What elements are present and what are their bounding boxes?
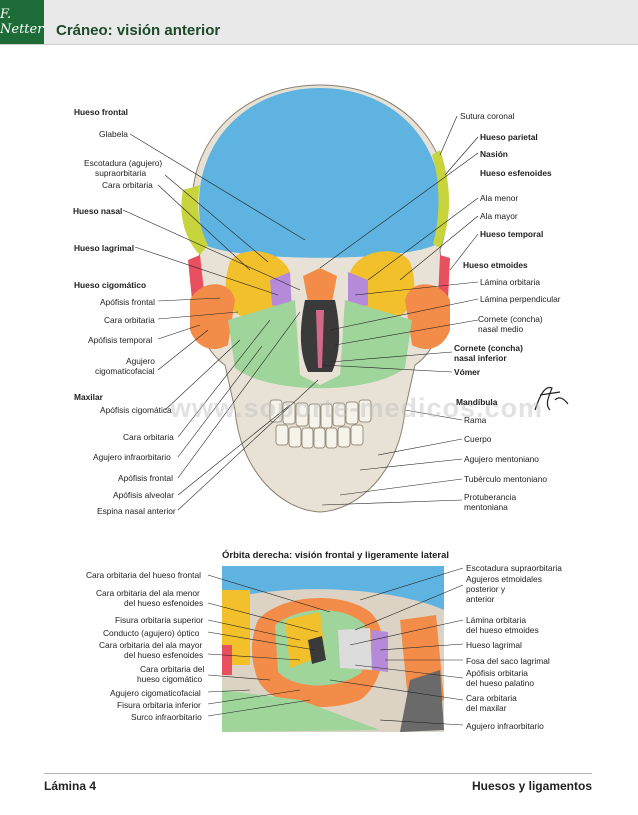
orbit-label-posterior: posterior y [466, 584, 506, 594]
label-glabela: Glabela [99, 129, 128, 139]
label-ala-menor: Ala menor [480, 193, 519, 203]
orbit-title: Órbita derecha: visión frontal y ligeram… [222, 550, 450, 561]
skull-right-leaders [319, 115, 479, 506]
label-nasion: Nasión [480, 149, 508, 159]
orbit-label-escotadura: Escotadura supraorbitaria [466, 563, 562, 573]
label-espina-nasal: Espina nasal anterior [97, 506, 176, 516]
page-header: F. Netter Cráneo: visión anterior [0, 0, 638, 45]
orbit-label-fisura-inferior: Fisura orbitaria inferior [117, 700, 201, 710]
label-lamina-perpendicular: Lámina perpendicular [480, 294, 561, 304]
label-cigomaticofacial: cigomaticofacial [95, 366, 155, 376]
orbit-label-agujero-infra: Agujero infraorbitario [466, 721, 544, 731]
orbit-label-surco: Surco infraorbitario [131, 712, 202, 722]
skull-left-leaders [122, 133, 319, 511]
page-title: Cráneo: visión anterior [56, 22, 221, 39]
footer-section: Huesos y ligamentos [471, 779, 592, 793]
orbit-label-ala-mayor-1: Cara orbitaria del ala mayor [99, 640, 203, 650]
label-hueso-etmoides: Hueso etmoides [463, 260, 528, 270]
orbit-label-lamina-orbitaria-1: Lámina orbitaria [466, 615, 527, 625]
netter-logo: F. Netter [0, 0, 44, 44]
orbit-label-hueso-lagrimal: Hueso lagrimal [466, 640, 522, 650]
label-hueso-parietal: Hueso parietal [480, 132, 538, 142]
label-supraorbitaria: supraorbitaria [95, 168, 147, 178]
label-hueso-cigomatico: Hueso cigomático [74, 280, 147, 290]
orbit-label-ala-menor-2: del hueso esfenoides [124, 598, 204, 608]
orbit-label-frontal: Cara orbitaria del hueso frontal [86, 570, 201, 580]
label-hueso-lagrimal: Hueso lagrimal [74, 243, 135, 253]
skull-anterior-view [181, 84, 450, 513]
label-cornete-medio-1: Cornete (concha) [478, 314, 543, 324]
label-cornete-inferior-2: nasal inferior [454, 353, 507, 363]
orbit-label-lamina-orbitaria-2: del hueso etmoides [466, 625, 539, 635]
label-apofisis-frontal-max: Apófisis frontal [118, 473, 173, 483]
label-sutura-coronal: Sutura coronal [460, 111, 515, 121]
orbit-label-fosa: Fosa del saco lagrimal [466, 656, 550, 666]
orbit-label-anterior: anterior [466, 594, 495, 604]
orbit-leaders [207, 567, 464, 726]
label-cornete-medio-2: nasal medio [478, 324, 524, 334]
label-agujero-mentoniano: Agujero mentoniano [464, 454, 539, 464]
orbit-label-ala-mayor-2: del hueso esfenoides [124, 650, 204, 660]
netter-signature [534, 386, 569, 411]
label-vomer: Vómer [454, 367, 481, 377]
label-mandibula: Mandíbula [456, 397, 498, 407]
label-cara-orbitaria-cig: Cara orbitaria [104, 315, 155, 325]
label-protuberancia: Protuberancia [464, 492, 517, 502]
label-hueso-esfenoides: Hueso esfenoides [480, 168, 552, 178]
orbit-label-cig-1: Cara orbitaria del [140, 664, 205, 674]
label-rama: Rama [464, 415, 487, 425]
label-agujero: Agujero [126, 356, 155, 366]
orbit-label-cig-2: hueso cigomático [137, 674, 203, 684]
label-ala-mayor: Ala mayor [480, 211, 518, 221]
label-hueso-frontal: Hueso frontal [74, 107, 128, 117]
label-cornete-inferior-1: Cornete (concha) [454, 343, 523, 353]
watermark: www.soporte-medicos.com [170, 393, 544, 423]
logo-text: F. Netter [0, 7, 44, 37]
footer-rule [44, 773, 592, 774]
orbit-label-fisura-superior: Fisura orbitaria superior [115, 615, 204, 625]
label-mentoniana: mentoniana [464, 502, 508, 512]
label-escotadura: Escotadura (agujero) [84, 158, 163, 168]
orbit-label-cara-max-2: del maxilar [466, 703, 507, 713]
label-apofisis-temporal: Apófisis temporal [88, 335, 153, 345]
label-cara-orbitaria-max: Cara orbitaria [123, 432, 174, 442]
orbit-label-agujero-cig: Agujero cigomaticofacial [110, 688, 201, 698]
label-maxilar: Maxilar [74, 392, 103, 402]
orbit-illustration [222, 566, 444, 732]
label-tuberculo-mentoniano: Tubérculo mentoniano [464, 474, 548, 484]
orbit-label-conducto-optico: Conducto (agujero) óptico [103, 628, 200, 638]
label-hueso-nasal: Hueso nasal [73, 206, 123, 216]
orbit-label-apofisis-orb-2: del hueso palatino [466, 678, 534, 688]
label-hueso-temporal: Hueso temporal [480, 229, 544, 239]
label-lamina-orbitaria: Lámina orbitaria [480, 277, 541, 287]
label-cara-orbitaria-frontal: Cara orbitaria [102, 180, 153, 190]
label-apofisis-cigomatica: Apófisis cigomática [100, 405, 172, 415]
orbit-label-ala-menor-1: Cara orbitaria del ala menor [96, 588, 200, 598]
footer-plate-number: Lámina 4 [44, 779, 97, 793]
label-apofisis-frontal-cig: Apófisis frontal [100, 297, 155, 307]
orbit-label-apofisis-orb-1: Apófisis orbitaria [466, 668, 528, 678]
orbit-label-cara-max-1: Cara orbitaria [466, 693, 517, 703]
label-cuerpo: Cuerpo [464, 434, 492, 444]
label-apofisis-alveolar: Apófisis alveolar [113, 490, 174, 500]
label-agujero-infraorbitario: Agujero infraorbitario [93, 452, 171, 462]
orbit-label-agujeros-etm: Agujeros etmoidales [466, 574, 542, 584]
